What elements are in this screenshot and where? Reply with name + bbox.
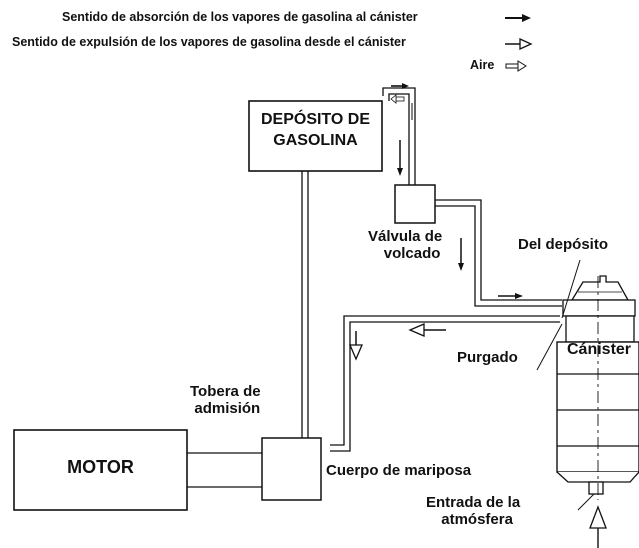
legend-solid-arrow-icon (505, 14, 531, 22)
canister-body (556, 275, 639, 500)
entrada-label: Entrada de la atmósfera (426, 494, 520, 529)
tobera-label: Tobera de admisión (190, 383, 261, 418)
legend-aire-text: Aire (470, 58, 495, 72)
del-deposito-text: Del depósito (518, 236, 609, 253)
entrada-label-line2: atmósfera (441, 511, 513, 529)
tobera-label-line1: Tobera de (190, 383, 261, 400)
del-deposito-label: Del depósito (518, 236, 608, 253)
entrada-label-line1: Entrada de la (426, 494, 521, 511)
motor-label: MOTOR (14, 457, 187, 478)
cuerpo-mariposa-label: Cuerpo de mariposa (326, 462, 471, 479)
motor-box (13, 429, 188, 511)
valvula-label: Válvula de volcado (368, 228, 442, 263)
deposito-label-line2: GASOLINA (273, 131, 358, 149)
deposito-label: DEPÓSITO DE GASOLINA (249, 110, 382, 152)
valvula-label-line2: volcado (383, 245, 441, 263)
motor-label-text: MOTOR (67, 457, 134, 477)
legend-aire: Aire (470, 58, 494, 72)
purgado-label: Purgado (457, 349, 518, 366)
deposito-box (248, 100, 383, 172)
air-inlet-arrow-icon (589, 505, 607, 548)
canister-label-text: Cánister (567, 341, 632, 358)
purgado-text: Purgado (457, 349, 518, 366)
valvula-label-line1: Válvula de (368, 228, 443, 245)
deposito-label-line1: DEPÓSITO DE (260, 111, 371, 128)
legend-hollow-arrow-icon (505, 37, 533, 51)
legend-expulsion: Sentido de expulsión de los vapores de g… (12, 35, 406, 49)
legend-air-arrow-icon (505, 60, 527, 72)
tobera-label-line2: admisión (194, 400, 261, 418)
valvula-box (394, 184, 436, 224)
cuerpo-mariposa-text: Cuerpo de mariposa (326, 462, 472, 479)
legend-absorcion-text: Sentido de absorción de los vapores de g… (62, 10, 418, 24)
canister-label: Cánister (567, 341, 631, 359)
cuerpo-mariposa-box (261, 437, 322, 501)
legend-expulsion-text: Sentido de expulsión de los vapores de g… (12, 35, 406, 49)
legend-absorcion: Sentido de absorción de los vapores de g… (62, 10, 418, 24)
